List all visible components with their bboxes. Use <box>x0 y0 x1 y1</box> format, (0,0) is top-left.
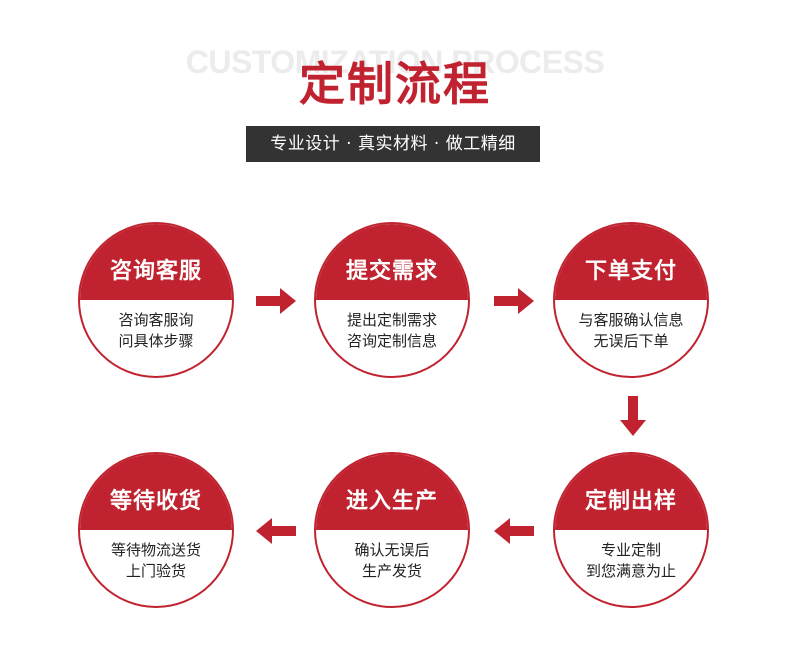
arrow-right-icon <box>256 288 296 314</box>
step-order-payment: 下单支付 与客服确认信息 无误后下单 <box>553 222 709 378</box>
step-description-line: 无误后下单 <box>593 332 669 350</box>
step-description: 确认无误后 生产发货 <box>316 540 468 582</box>
step-sample: 定制出样 专业定制 到您满意为止 <box>553 452 709 608</box>
step-description-line: 生产发货 <box>361 562 422 580</box>
arrow-right-icon <box>494 288 534 314</box>
step-title: 下单支付 <box>555 224 707 300</box>
step-description: 咨询客服询 问具体步骤 <box>80 310 232 352</box>
step-title: 提交需求 <box>316 224 468 300</box>
background-title: CUSTOMIZATION PROCESS <box>185 44 605 80</box>
step-description: 与客服确认信息 无误后下单 <box>555 310 707 352</box>
subtitle-bar: 专业设计 · 真实材料 · 做工精细 <box>246 126 540 162</box>
step-description-line: 咨询定制信息 <box>346 332 437 350</box>
step-description-line: 与客服确认信息 <box>578 311 684 329</box>
arrow-left-icon <box>494 518 534 544</box>
step-description: 专业定制 到您满意为止 <box>555 540 707 582</box>
step-title: 等待收货 <box>80 454 232 530</box>
step-title: 定制出样 <box>555 454 707 530</box>
step-description-line: 咨询客服询 <box>118 311 194 329</box>
step-title: 进入生产 <box>316 454 468 530</box>
step-receive: 等待收货 等待物流送货 上门验货 <box>78 452 234 608</box>
step-consult: 咨询客服 咨询客服询 问具体步骤 <box>78 222 234 378</box>
step-title: 咨询客服 <box>80 224 232 300</box>
step-submit-request: 提交需求 提出定制需求 咨询定制信息 <box>314 222 470 378</box>
arrow-down-icon <box>620 396 646 436</box>
step-description-line: 到您满意为止 <box>585 562 676 580</box>
step-description-line: 专业定制 <box>600 541 661 559</box>
step-description-line: 问具体步骤 <box>118 332 194 350</box>
step-description-line: 确认无误后 <box>354 541 430 559</box>
step-description-line: 提出定制需求 <box>346 311 437 329</box>
step-description: 提出定制需求 咨询定制信息 <box>316 310 468 352</box>
arrow-left-icon <box>256 518 296 544</box>
step-description-line: 上门验货 <box>125 562 186 580</box>
step-description: 等待物流送货 上门验货 <box>80 540 232 582</box>
step-production: 进入生产 确认无误后 生产发货 <box>314 452 470 608</box>
page-title: 定制流程 <box>299 57 491 111</box>
step-description-line: 等待物流送货 <box>110 541 201 559</box>
